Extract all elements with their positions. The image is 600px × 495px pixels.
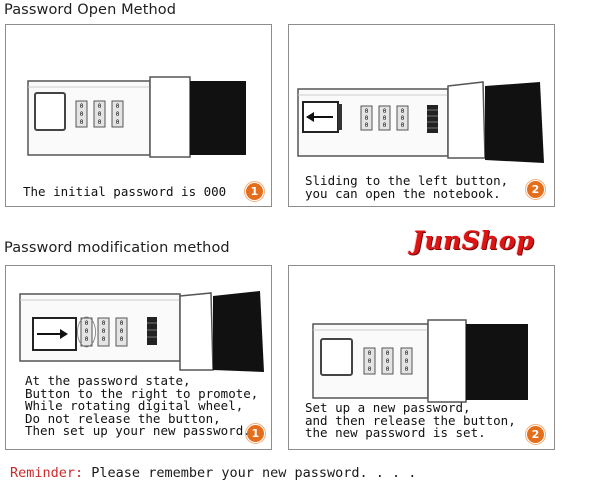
left-arrow-head [306, 112, 314, 122]
digit-wheel-3-mid: 0 [116, 111, 120, 118]
caption-modify-step1: At the password state, Button to the rig… [25, 373, 259, 438]
digit-wheel-2-top: 0 [98, 103, 102, 110]
step-badge-1: 1 [245, 423, 266, 444]
digit-wheels: 0 0 0 0 0 0 0 0 0 [77, 316, 128, 348]
digit-wheel-2-top: 0 [102, 320, 106, 327]
digit-wheel-3-mid: 0 [405, 358, 409, 365]
lock-illustration-open: 0 0 0 0 0 0 0 0 0 [297, 81, 544, 163]
digit-wheels: 0 0 0 0 0 0 0 0 0 [360, 105, 409, 131]
digit-wheel-2-bot: 0 [386, 366, 390, 373]
latch-housing [447, 81, 486, 159]
lock-illustration-set: 0 0 0 0 0 0 0 0 0 [312, 319, 528, 403]
digit-wheel-3-top: 0 [116, 103, 120, 110]
latch-housing [427, 319, 467, 403]
right-arrow-head [60, 329, 68, 339]
digit-wheel-3-top: 0 [405, 350, 409, 357]
digit-wheel-3-top: 0 [120, 320, 124, 327]
digit-wheel-2-mid: 0 [386, 358, 390, 365]
lock-illustration: 0 0 0 0 0 0 0 0 0 [27, 76, 246, 158]
digit-wheel-3-bot: 0 [120, 336, 124, 343]
section-title-modify: Password modification method [4, 240, 230, 256]
panel-modify-step2: 0 0 0 0 0 0 0 0 0 Set up a new password,… [288, 265, 555, 450]
digit-wheel-2-top: 0 [383, 108, 387, 115]
digit-wheel-1-mid: 0 [80, 111, 84, 118]
latch-housing [179, 292, 214, 371]
section-title-open: Password Open Method [4, 2, 177, 18]
digit-wheel-1-mid: 0 [368, 358, 372, 365]
notebook-cover [485, 82, 544, 163]
digit-wheels: 0 0 0 0 0 0 0 0 0 [363, 347, 413, 375]
digit-wheel-1-bot: 0 [368, 366, 372, 373]
digit-wheel-1-top: 0 [365, 108, 369, 115]
panel-initial-password: 0 0 0 0 0 0 0 0 0 The initial password i… [5, 24, 272, 207]
step-badge-1: 1 [244, 181, 265, 202]
digit-wheel-1-mid: 0 [85, 328, 89, 335]
digit-wheel-1-top: 0 [368, 350, 372, 357]
digit-wheel-2-top: 0 [386, 350, 390, 357]
panel-slide-open: 0 0 0 0 0 0 0 0 0 Sliding to the left bu… [288, 24, 555, 207]
digit-wheel-3-bot: 0 [405, 366, 409, 373]
lock-illustration-modify: 0 0 0 0 0 0 0 0 0 [19, 291, 264, 372]
digit-wheel-3-bot: 0 [401, 122, 405, 129]
latch-housing [149, 76, 191, 158]
notebook-cover [466, 324, 528, 400]
digit-wheel-1-top: 0 [85, 320, 89, 327]
reminder-label: Reminder: [10, 465, 84, 481]
rotation-arc [77, 316, 96, 348]
digit-wheel-1-top: 0 [80, 103, 84, 110]
digit-wheel-2-mid: 0 [98, 111, 102, 118]
caption-modify-step2: Set up a new password, and then release … [305, 400, 516, 440]
slide-button [320, 338, 353, 376]
caption-initial-password: The initial password is 000 [23, 184, 227, 199]
step-badge-2: 2 [525, 179, 546, 200]
latch-knob [147, 317, 157, 345]
reminder-line: Reminder: Please remember your new passw… [10, 465, 416, 481]
digit-wheel-1-bot: 0 [365, 122, 369, 129]
digit-wheels: 0 0 0 0 0 0 0 0 0 [75, 100, 124, 128]
digit-wheel-2-mid: 0 [102, 328, 106, 335]
digit-wheel-3-mid: 0 [120, 328, 124, 335]
digit-wheel-3-bot: 0 [116, 119, 120, 126]
slide-button-edge [338, 104, 342, 130]
brand-logo: JunShop [412, 226, 535, 255]
caption-slide-open: Sliding to the left button, you can open… [305, 173, 509, 201]
slide-button [34, 92, 66, 131]
digit-wheel-2-bot: 0 [102, 336, 106, 343]
notebook-cover [190, 81, 246, 155]
digit-wheel-1-bot: 0 [80, 119, 84, 126]
digit-wheel-1-bot: 0 [85, 336, 89, 343]
step-badge-2: 2 [525, 424, 546, 445]
panel-modify-step1: 0 0 0 0 0 0 0 0 0 At the password state,… [5, 265, 272, 450]
digit-wheel-2-mid: 0 [383, 115, 387, 122]
reminder-text: Please remember your new password. . . . [91, 465, 417, 481]
digit-wheel-3-mid: 0 [401, 115, 405, 122]
digit-wheel-3-top: 0 [401, 108, 405, 115]
digit-wheel-2-bot: 0 [383, 122, 387, 129]
latch-knob [427, 105, 438, 133]
notebook-cover [213, 291, 264, 372]
digit-wheel-2-bot: 0 [98, 119, 102, 126]
digit-wheel-1-mid: 0 [365, 115, 369, 122]
